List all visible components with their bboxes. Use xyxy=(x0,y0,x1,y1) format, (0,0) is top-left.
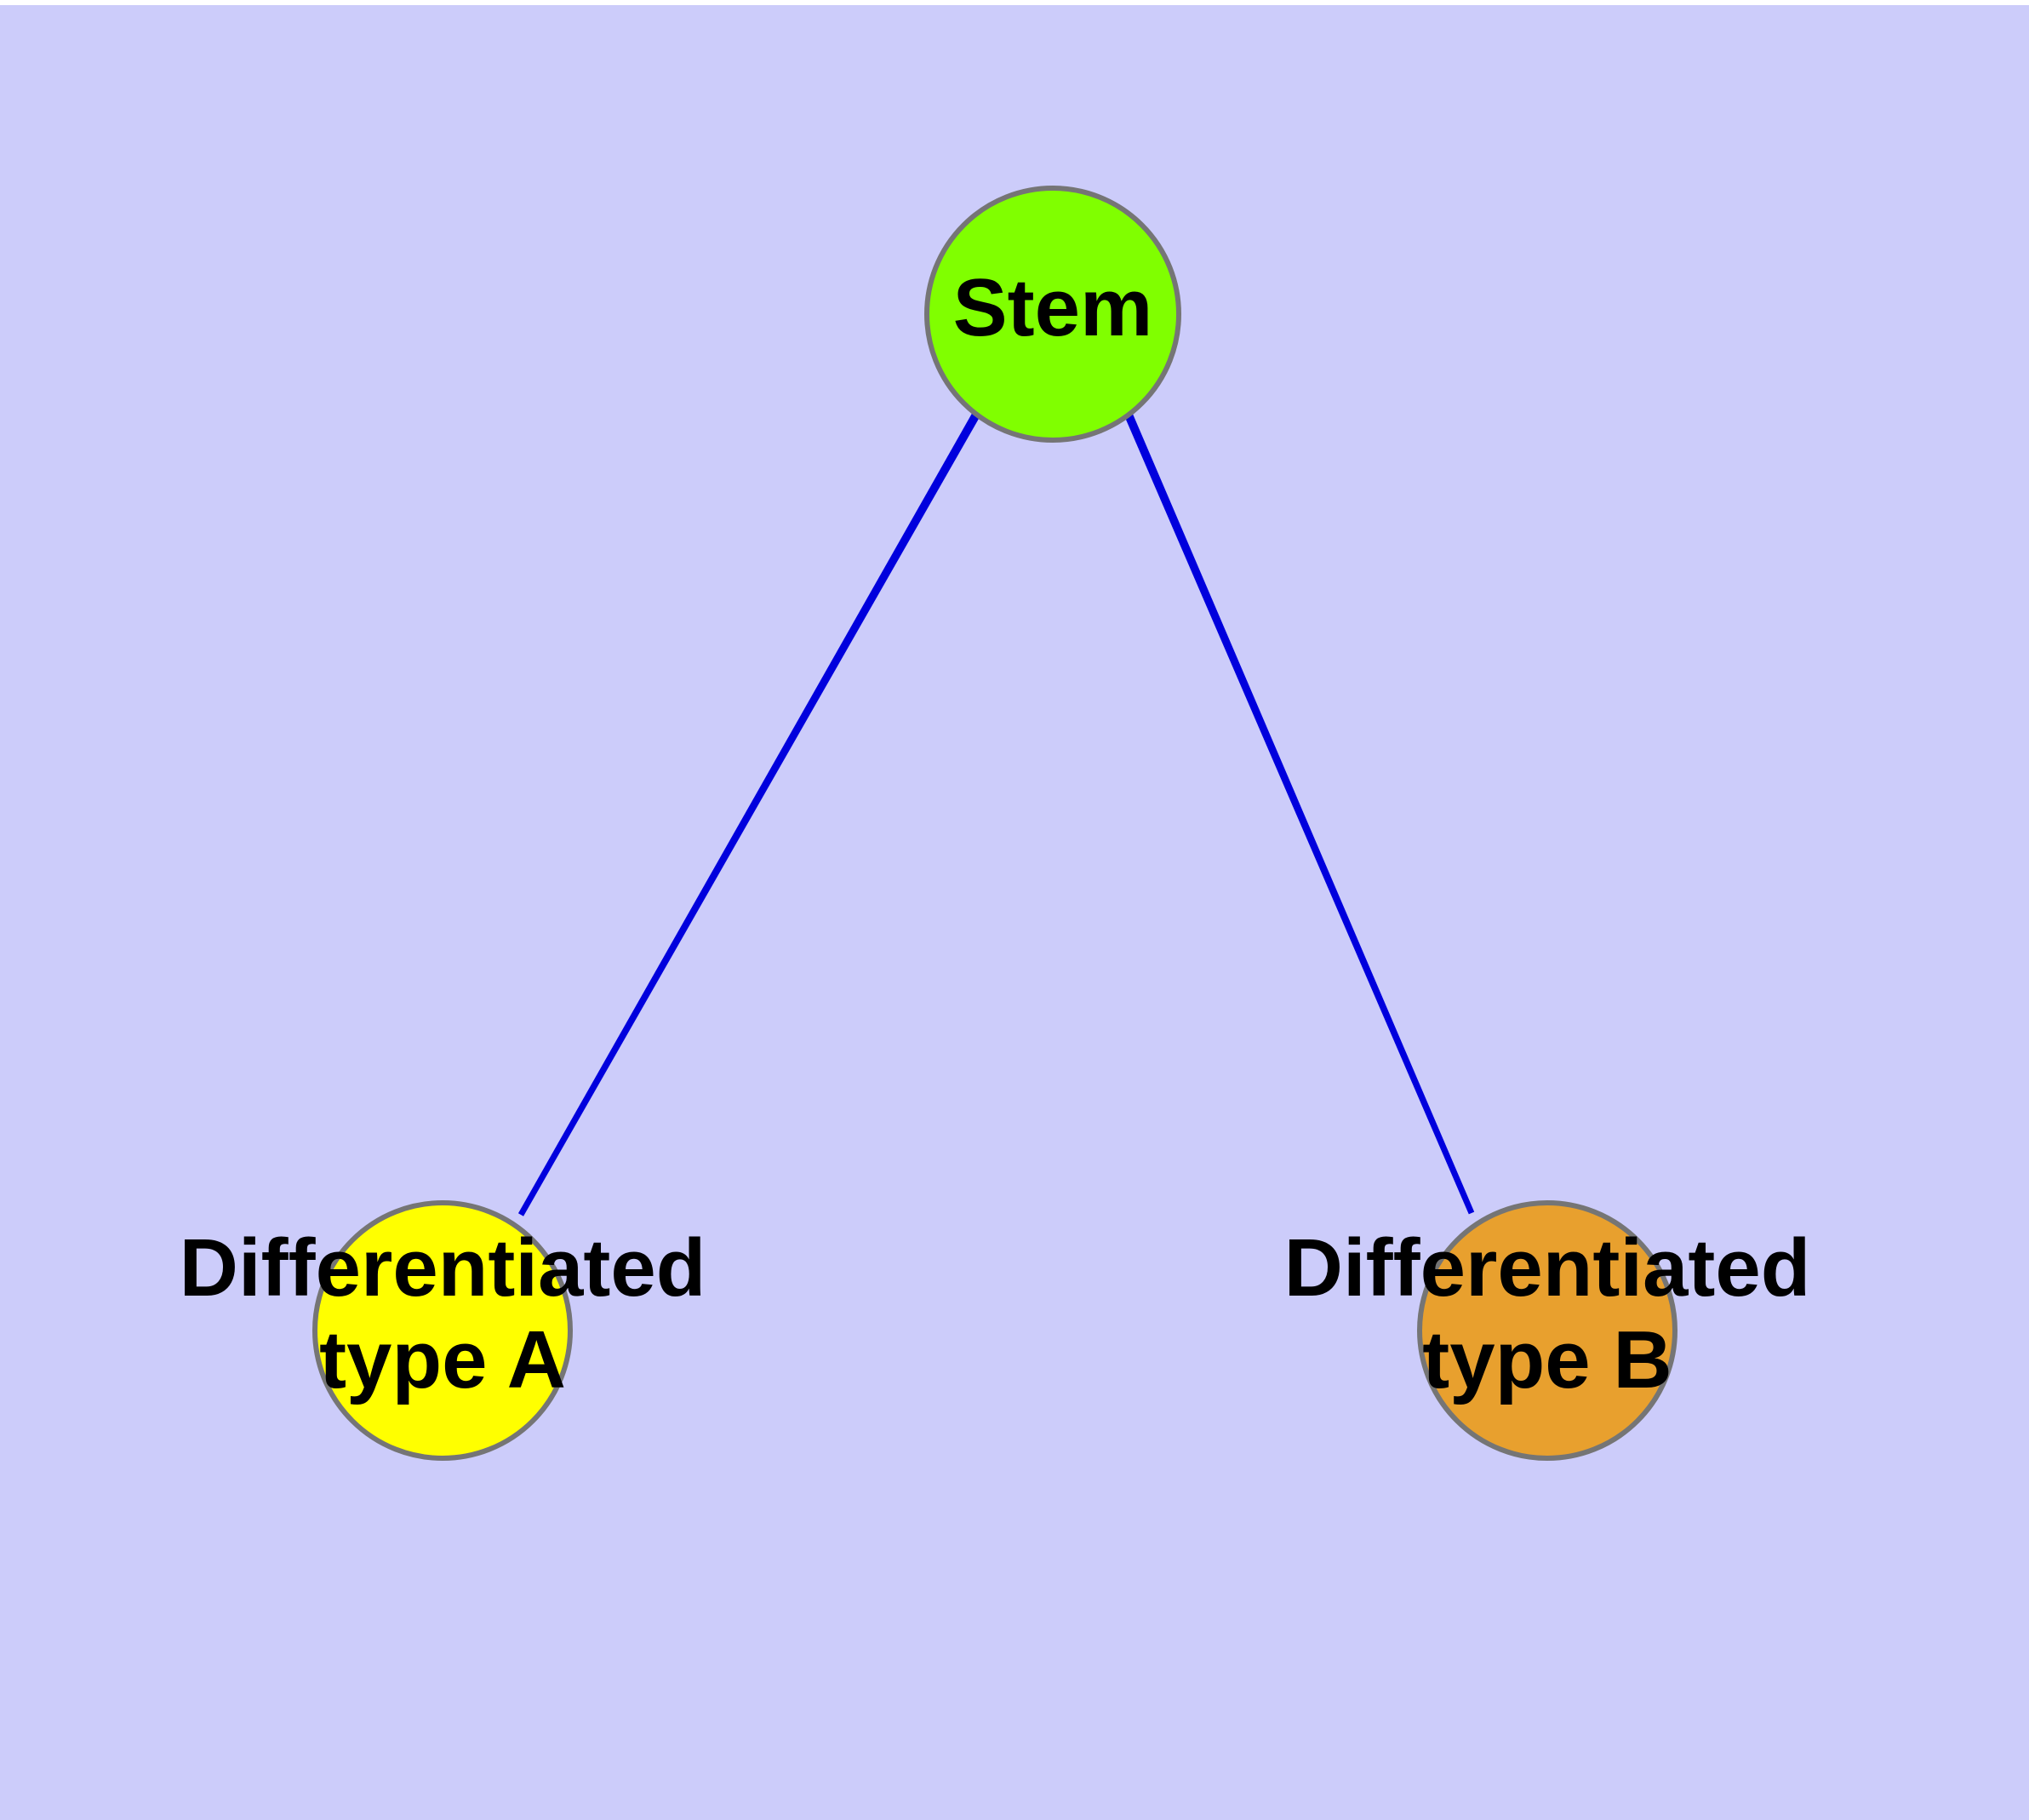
node-label-line: Differentiated xyxy=(1284,1222,1811,1313)
node-stem[interactable]: Stem xyxy=(924,186,1181,443)
top-edge-strip xyxy=(0,0,2029,5)
node-label-line: Stem xyxy=(953,262,1153,353)
edge-stem-to-differentiated-type-a[interactable] xyxy=(517,412,980,1216)
node-differentiated-type-a-circle[interactable] xyxy=(312,1200,573,1461)
node-stem-circle[interactable] xyxy=(924,186,1181,443)
node-label-line: Differentiated xyxy=(180,1222,706,1313)
edge-stem-to-differentiated-type-b[interactable] xyxy=(1123,411,1475,1215)
node-label-line: type A xyxy=(319,1315,566,1406)
node-differentiated-type-b-circle[interactable] xyxy=(1417,1200,1677,1461)
node-stem-label: Stem xyxy=(953,262,1153,353)
node-label-line: type B xyxy=(1422,1315,1672,1406)
edges-layer xyxy=(517,411,1475,1216)
